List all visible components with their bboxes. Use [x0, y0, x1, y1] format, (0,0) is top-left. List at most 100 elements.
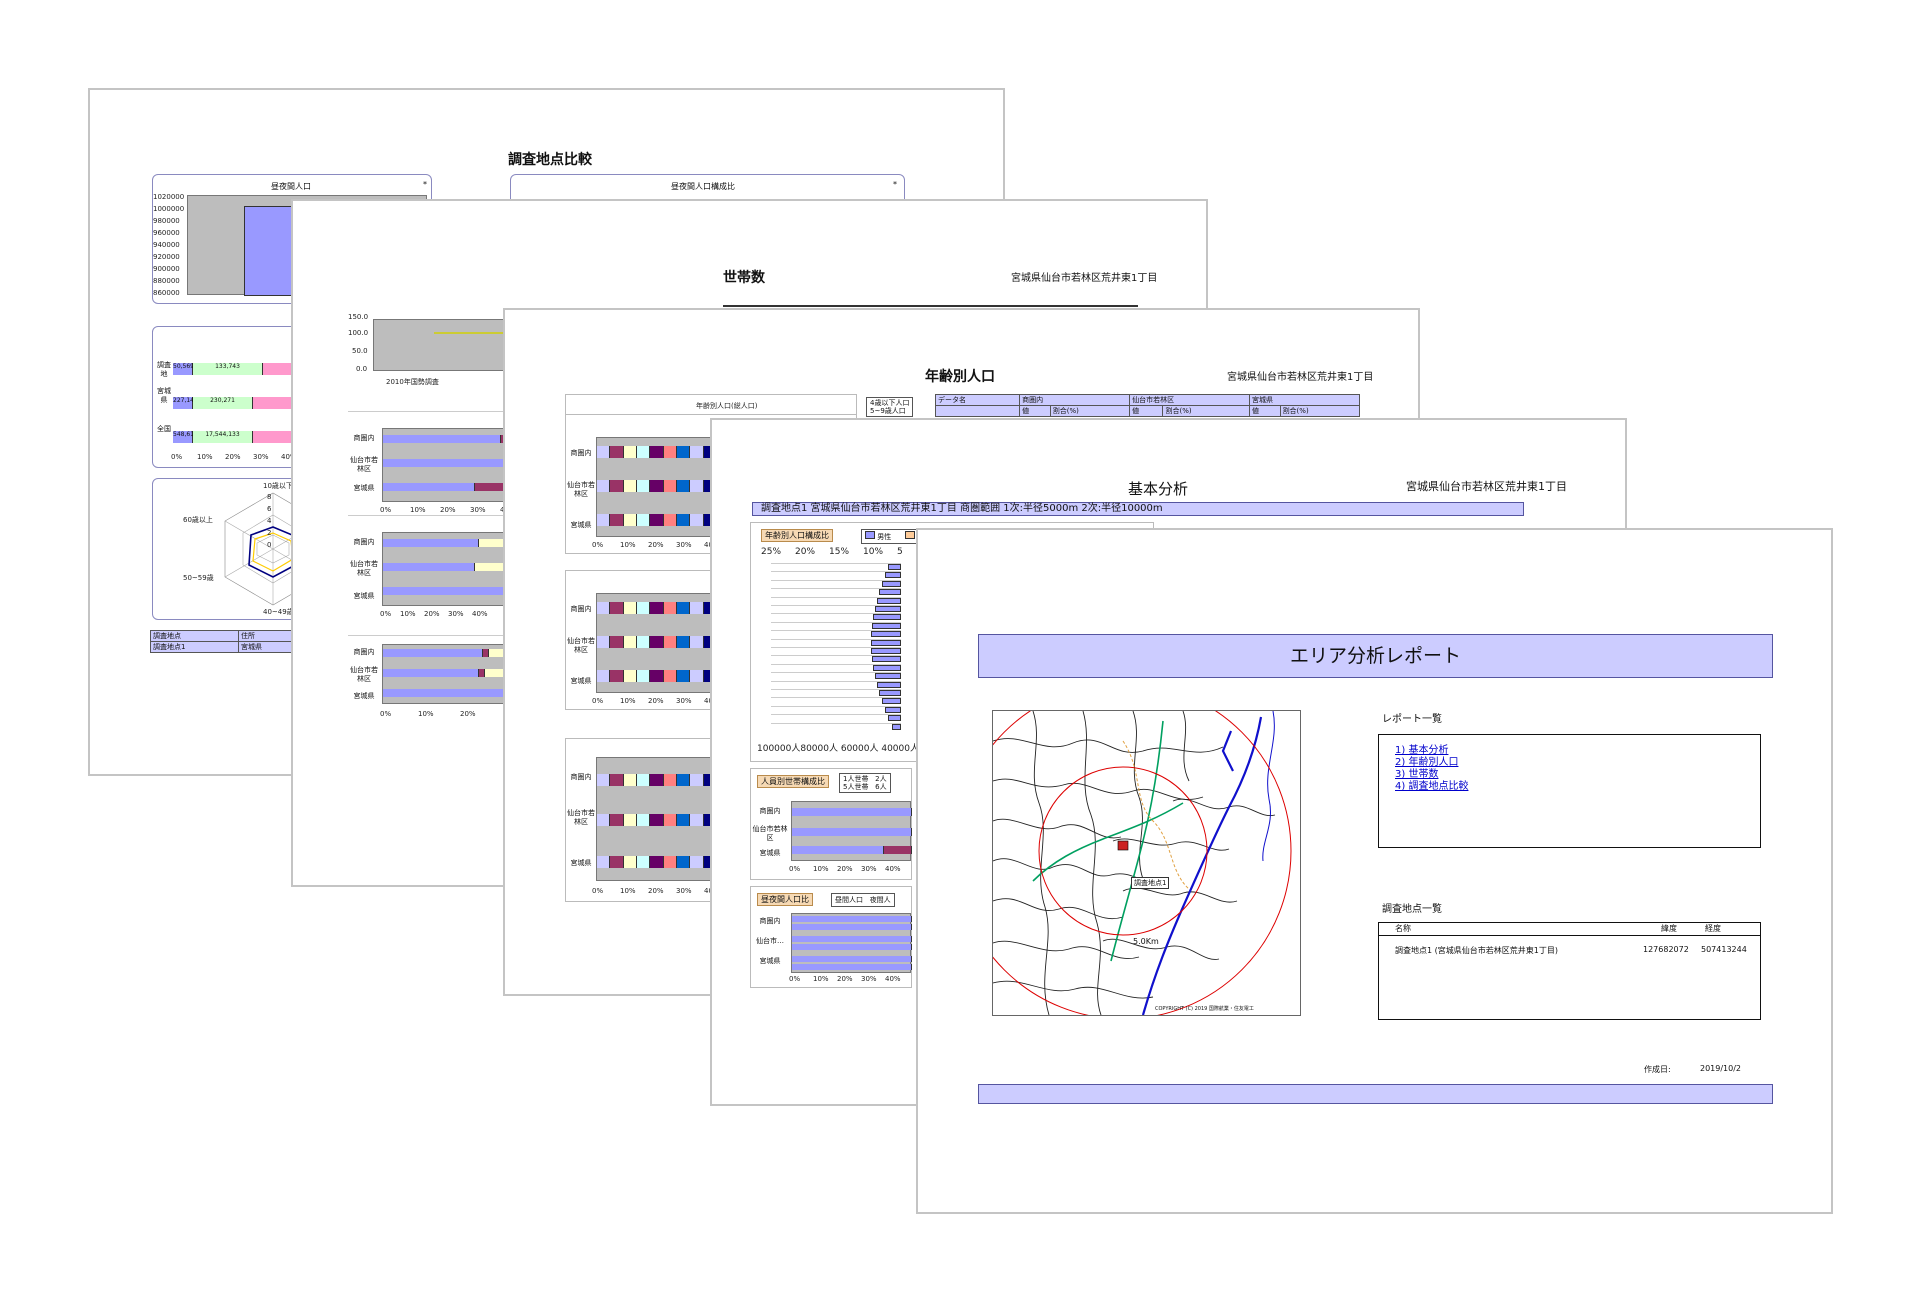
pyramid-bar [877, 597, 901, 604]
bar-segment [597, 856, 611, 868]
pyramid-bar [873, 614, 901, 621]
x-tick: 10% [620, 887, 636, 895]
bar-segment [650, 636, 664, 648]
bar-value: 230,271 [193, 397, 253, 409]
report-link-basic-analysis[interactable]: 1) 基本分析 [1395, 745, 1449, 756]
x-tick: 10% [197, 453, 213, 461]
category-label: 商圏内 [353, 538, 375, 546]
points-heading: 調査地点一覧 [1382, 904, 1442, 915]
bar-segment [623, 856, 637, 868]
bar-segment [676, 480, 691, 492]
bar-segment [597, 814, 611, 826]
bar-segment [623, 514, 637, 526]
y-tick: 860000 [153, 289, 180, 297]
bar-segment [676, 856, 691, 868]
pyramid-gridline [771, 689, 901, 690]
bar-row [792, 828, 912, 836]
plot-area [373, 319, 509, 371]
chart-legend: 4歳以下人口 5~9歳人口 [866, 397, 914, 417]
radar-tick: 0 [267, 541, 272, 549]
y-tick: 0.0 [356, 365, 368, 373]
address-text: 宮城県仙台市若林区荒井東1丁目 [1406, 480, 1567, 493]
bar-segment [623, 774, 637, 786]
bar-row [792, 924, 912, 930]
survey-info-band: 調査地点1 宮城県仙台市若林区荒井東1丁目 商圏範囲 1次:半径5000m 2次… [752, 502, 1524, 516]
column-header-lon: 経度 [1705, 924, 1721, 933]
address-text: 宮城県仙台市若林区荒井東1丁目 [1227, 372, 1374, 383]
point-name: 調査地点1 (宮城県仙台市若林区荒井東1丁目) [1395, 946, 1558, 955]
day-night-ratio-panel: 昼夜間人口比 昼間人口 夜間人 商圏内 仙台市… 宮城県 0% 10% 20% … [750, 886, 912, 988]
plot-area [596, 437, 717, 537]
category-label: 宮城県 [570, 859, 592, 867]
bar-row [792, 944, 912, 950]
bar-segment [610, 814, 624, 826]
report-link-location-comparison[interactable]: 4) 調査地点比較 [1395, 781, 1469, 792]
coastline-road [1141, 716, 1263, 1015]
chart-title: 年齢別人口(総人口) [696, 402, 758, 410]
x-tick: 30% [676, 541, 692, 549]
x-tick: 10% [400, 610, 416, 618]
x-tick: 10% [813, 975, 829, 983]
plot-area [791, 801, 912, 861]
bar-segment [636, 636, 651, 648]
bar-row [383, 459, 509, 467]
households-bars-2: 商圏内 仙台市若林区 宮城県 0% 10% 20% 30% 40% [348, 515, 509, 622]
bar-segment [690, 636, 704, 648]
plot-area [382, 532, 509, 606]
category-label: 宮城県 [570, 677, 592, 685]
legend-item: 昼間人口 [835, 896, 863, 904]
star-mark: * [893, 180, 897, 189]
bar-segment [636, 602, 651, 614]
category-label: 商圏内 [570, 449, 592, 457]
x-tick: 20% [648, 541, 664, 549]
legend-item: 2人 [875, 775, 887, 783]
plot-area [382, 644, 509, 704]
x-tick: 0% [171, 453, 183, 461]
bar-segment [610, 602, 624, 614]
category-label: 商圏内 [759, 917, 781, 925]
table-header: データ名 [934, 394, 1021, 406]
category-label: 商圏内 [353, 648, 375, 656]
table-subheader: 値 [1019, 405, 1051, 417]
x-tick: 20% [837, 975, 853, 983]
category-label: 宮城県 [353, 592, 375, 600]
page-title: 世帯数 [723, 270, 765, 286]
bar-row [383, 483, 509, 491]
category-label: 仙台市若林区 [567, 637, 595, 654]
stacked-bar [597, 670, 717, 682]
map-scale-label: 5.0Km [1133, 937, 1159, 946]
report-link-households[interactable]: 3) 世帯数 [1395, 769, 1439, 780]
chart-legend: 男性 女 [861, 529, 929, 544]
x-tick: 0% [380, 610, 392, 618]
bar-segment [676, 774, 691, 786]
report-link-age-population[interactable]: 2) 年齢別人口 [1395, 757, 1459, 768]
table-row[interactable]: 調査地点1 (宮城県仙台市若林区荒井東1丁目) 127682072 507413… [1379, 945, 1760, 957]
bar-segment [690, 446, 704, 458]
bar-segment [610, 670, 624, 682]
category-label: 宮城県 [353, 692, 375, 700]
bar-segment [597, 602, 611, 614]
area-map[interactable]: 調査地点1 5.0Km COPYRIGHT (C) 2019 国際航業・住友電工 [992, 710, 1301, 1016]
bar-row [792, 964, 912, 970]
stacked-bar [597, 446, 717, 458]
stacked-bar [597, 480, 717, 492]
y-tick: 1000000 [153, 205, 185, 213]
x-tick: 10% [620, 541, 636, 549]
pyramid-bar [888, 564, 901, 570]
x-tick: 0% [380, 710, 392, 718]
pyramid-gridline [771, 571, 901, 573]
report-page-cover[interactable]: エリア分析レポート [916, 528, 1833, 1214]
bar-segment [650, 774, 664, 786]
bar-segment [597, 514, 611, 526]
table-header: 仙台市若林区 [1129, 394, 1250, 406]
x-tick: 10% [410, 506, 426, 514]
bar-value: 133,743 [193, 363, 263, 375]
chart-tag: 年齢別人口構成比 [761, 529, 833, 542]
bar-segment [663, 446, 677, 458]
report-list-box: 1) 基本分析 2) 年齢別人口 3) 世帯数 4) 調査地点比較 [1378, 734, 1761, 848]
radar-tick: 6 [267, 505, 272, 513]
chart-tag: 人員別世帯構成比 [757, 775, 829, 788]
legend-item: 男性 [877, 533, 892, 541]
x-tick: 20% [424, 610, 440, 618]
stacked-bar [597, 636, 717, 648]
